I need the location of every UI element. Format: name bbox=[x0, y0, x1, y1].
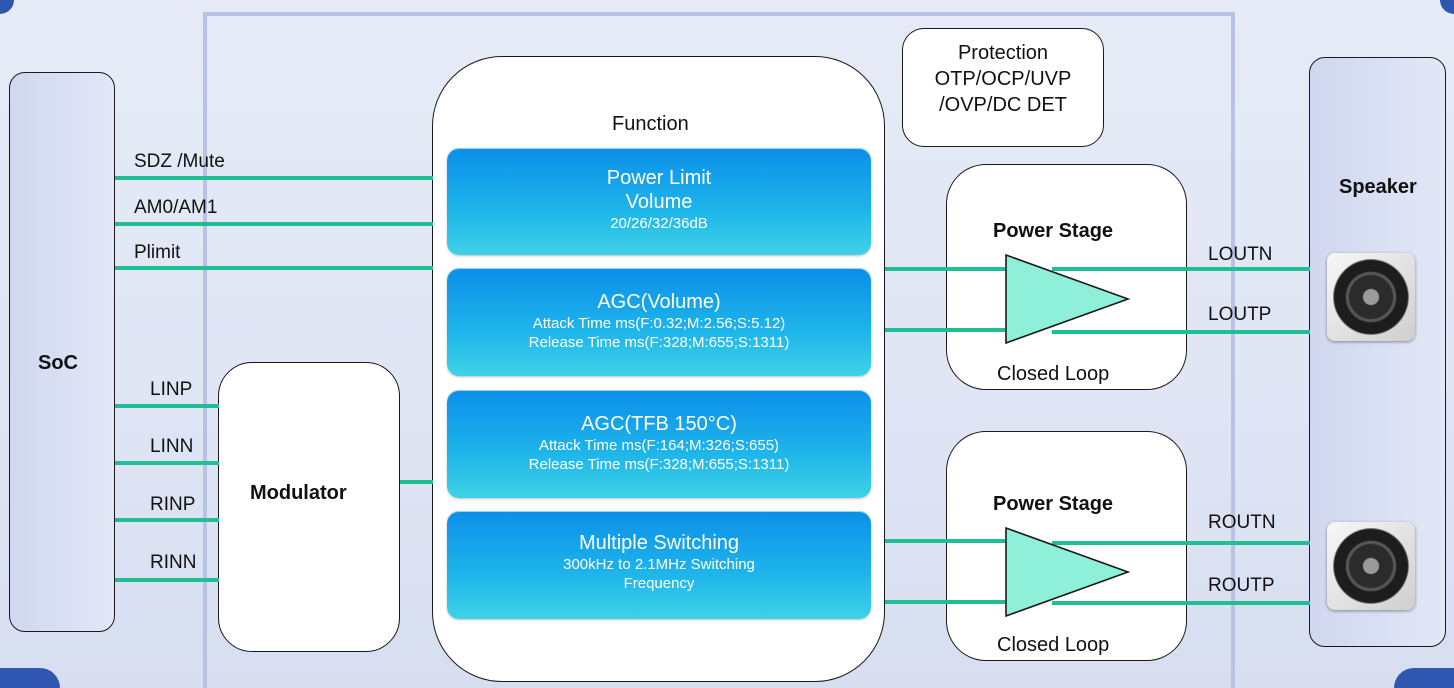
modulator-label: Modulator bbox=[250, 482, 347, 504]
amplifier-triangle-icon bbox=[1005, 526, 1131, 618]
function-agc-volume-title: AGC(Volume) bbox=[597, 291, 721, 313]
power-stage-right-caption: Closed Loop bbox=[997, 634, 1110, 656]
wire-loutp bbox=[1052, 330, 1310, 334]
function-switching-title: Multiple Switching bbox=[578, 532, 740, 554]
protection-block bbox=[902, 28, 1104, 147]
wire-plimit bbox=[115, 266, 433, 270]
function-agc-tfb-title: AGC(TFB 150°C) bbox=[581, 413, 737, 435]
function-switching-frequency: Frequency bbox=[623, 575, 695, 592]
function-volume-title: Volume bbox=[625, 191, 693, 213]
wire-linp bbox=[115, 404, 219, 408]
signal-linn: LINN bbox=[150, 436, 194, 457]
signal-rinp: RINP bbox=[150, 494, 196, 515]
function-power-limit-title: Power Limit bbox=[606, 167, 712, 189]
function-power-limit-box: Power Limit Volume 20/26/32/36dB bbox=[447, 148, 871, 255]
power-stage-left-title: Power Stage bbox=[993, 220, 1114, 242]
signal-linp: LINP bbox=[150, 379, 193, 400]
wire-func-ps2-top bbox=[885, 539, 1007, 543]
function-switching-range: 300kHz to 2.1MHz Switching bbox=[563, 556, 755, 573]
corner-accent-bottom-right bbox=[1394, 668, 1454, 688]
speaker-icon bbox=[1327, 253, 1415, 341]
protection-line1: OTP/OCP/UVP bbox=[934, 68, 1072, 90]
function-title: Function bbox=[612, 113, 689, 135]
power-stage-right-title: Power Stage bbox=[993, 493, 1114, 515]
speaker-cone bbox=[1333, 259, 1409, 335]
function-gain-steps: 20/26/32/36dB bbox=[610, 215, 708, 232]
speaker-cone bbox=[1333, 528, 1409, 604]
signal-loutp: LOUTP bbox=[1208, 304, 1272, 325]
amplifier-triangle-icon bbox=[1005, 253, 1131, 345]
function-agc-volume-release: Release Time ms(F:328;M:655;S:1311) bbox=[528, 334, 790, 351]
function-agc-volume-attack: Attack Time ms(F:0.32;M:2.56;S:5.12) bbox=[532, 315, 786, 332]
wire-routn bbox=[1052, 541, 1310, 545]
function-agc-tfb-attack: Attack Time ms(F:164;M:326;S:655) bbox=[538, 437, 780, 454]
signal-routp: ROUTP bbox=[1208, 575, 1275, 596]
corner-accent-bottom-left bbox=[0, 668, 60, 688]
power-stage-right bbox=[946, 431, 1187, 661]
function-agc-tfb-release: Release Time ms(F:328;M:655;S:1311) bbox=[528, 456, 790, 473]
signal-rinn: RINN bbox=[150, 552, 197, 573]
signal-routn: ROUTN bbox=[1208, 512, 1276, 533]
wire-rinn bbox=[115, 578, 219, 582]
wire-loutn bbox=[1052, 267, 1310, 271]
wire-func-ps2-bottom bbox=[885, 600, 1007, 604]
wire-func-ps1-top bbox=[885, 267, 1007, 271]
signal-sdz-mute: SDZ /Mute bbox=[134, 151, 225, 172]
wire-routp bbox=[1052, 601, 1310, 605]
wire-rinp bbox=[115, 518, 219, 522]
function-agc-volume-box: AGC(Volume) Attack Time ms(F:0.32;M:2.56… bbox=[447, 268, 871, 376]
signal-am0-am1: AM0/AM1 bbox=[134, 197, 218, 218]
speaker-icon bbox=[1327, 522, 1415, 610]
function-agc-tfb-box: AGC(TFB 150°C) Attack Time ms(F:164;M:32… bbox=[447, 390, 871, 498]
soc-block bbox=[9, 72, 115, 632]
function-multiple-switching-box: Multiple Switching 300kHz to 2.1MHz Swit… bbox=[447, 511, 871, 619]
wire-sdz-mute bbox=[115, 176, 433, 180]
wire-linn bbox=[115, 461, 219, 465]
signal-loutn: LOUTN bbox=[1208, 244, 1273, 265]
wire-func-ps1-bottom bbox=[885, 328, 1007, 332]
signal-plimit: Plimit bbox=[134, 242, 181, 263]
soc-label: SoC bbox=[38, 352, 78, 374]
ic-boundary-frame bbox=[203, 12, 1235, 688]
power-stage-left-caption: Closed Loop bbox=[997, 363, 1110, 385]
modulator-block bbox=[218, 362, 400, 652]
protection-line2: /OVP/DC DET bbox=[939, 94, 1067, 116]
protection-title: Protection bbox=[957, 42, 1049, 64]
wire-modulator-function bbox=[400, 480, 433, 484]
wire-am0-am1 bbox=[115, 222, 433, 226]
speaker-label: Speaker bbox=[1339, 176, 1417, 198]
